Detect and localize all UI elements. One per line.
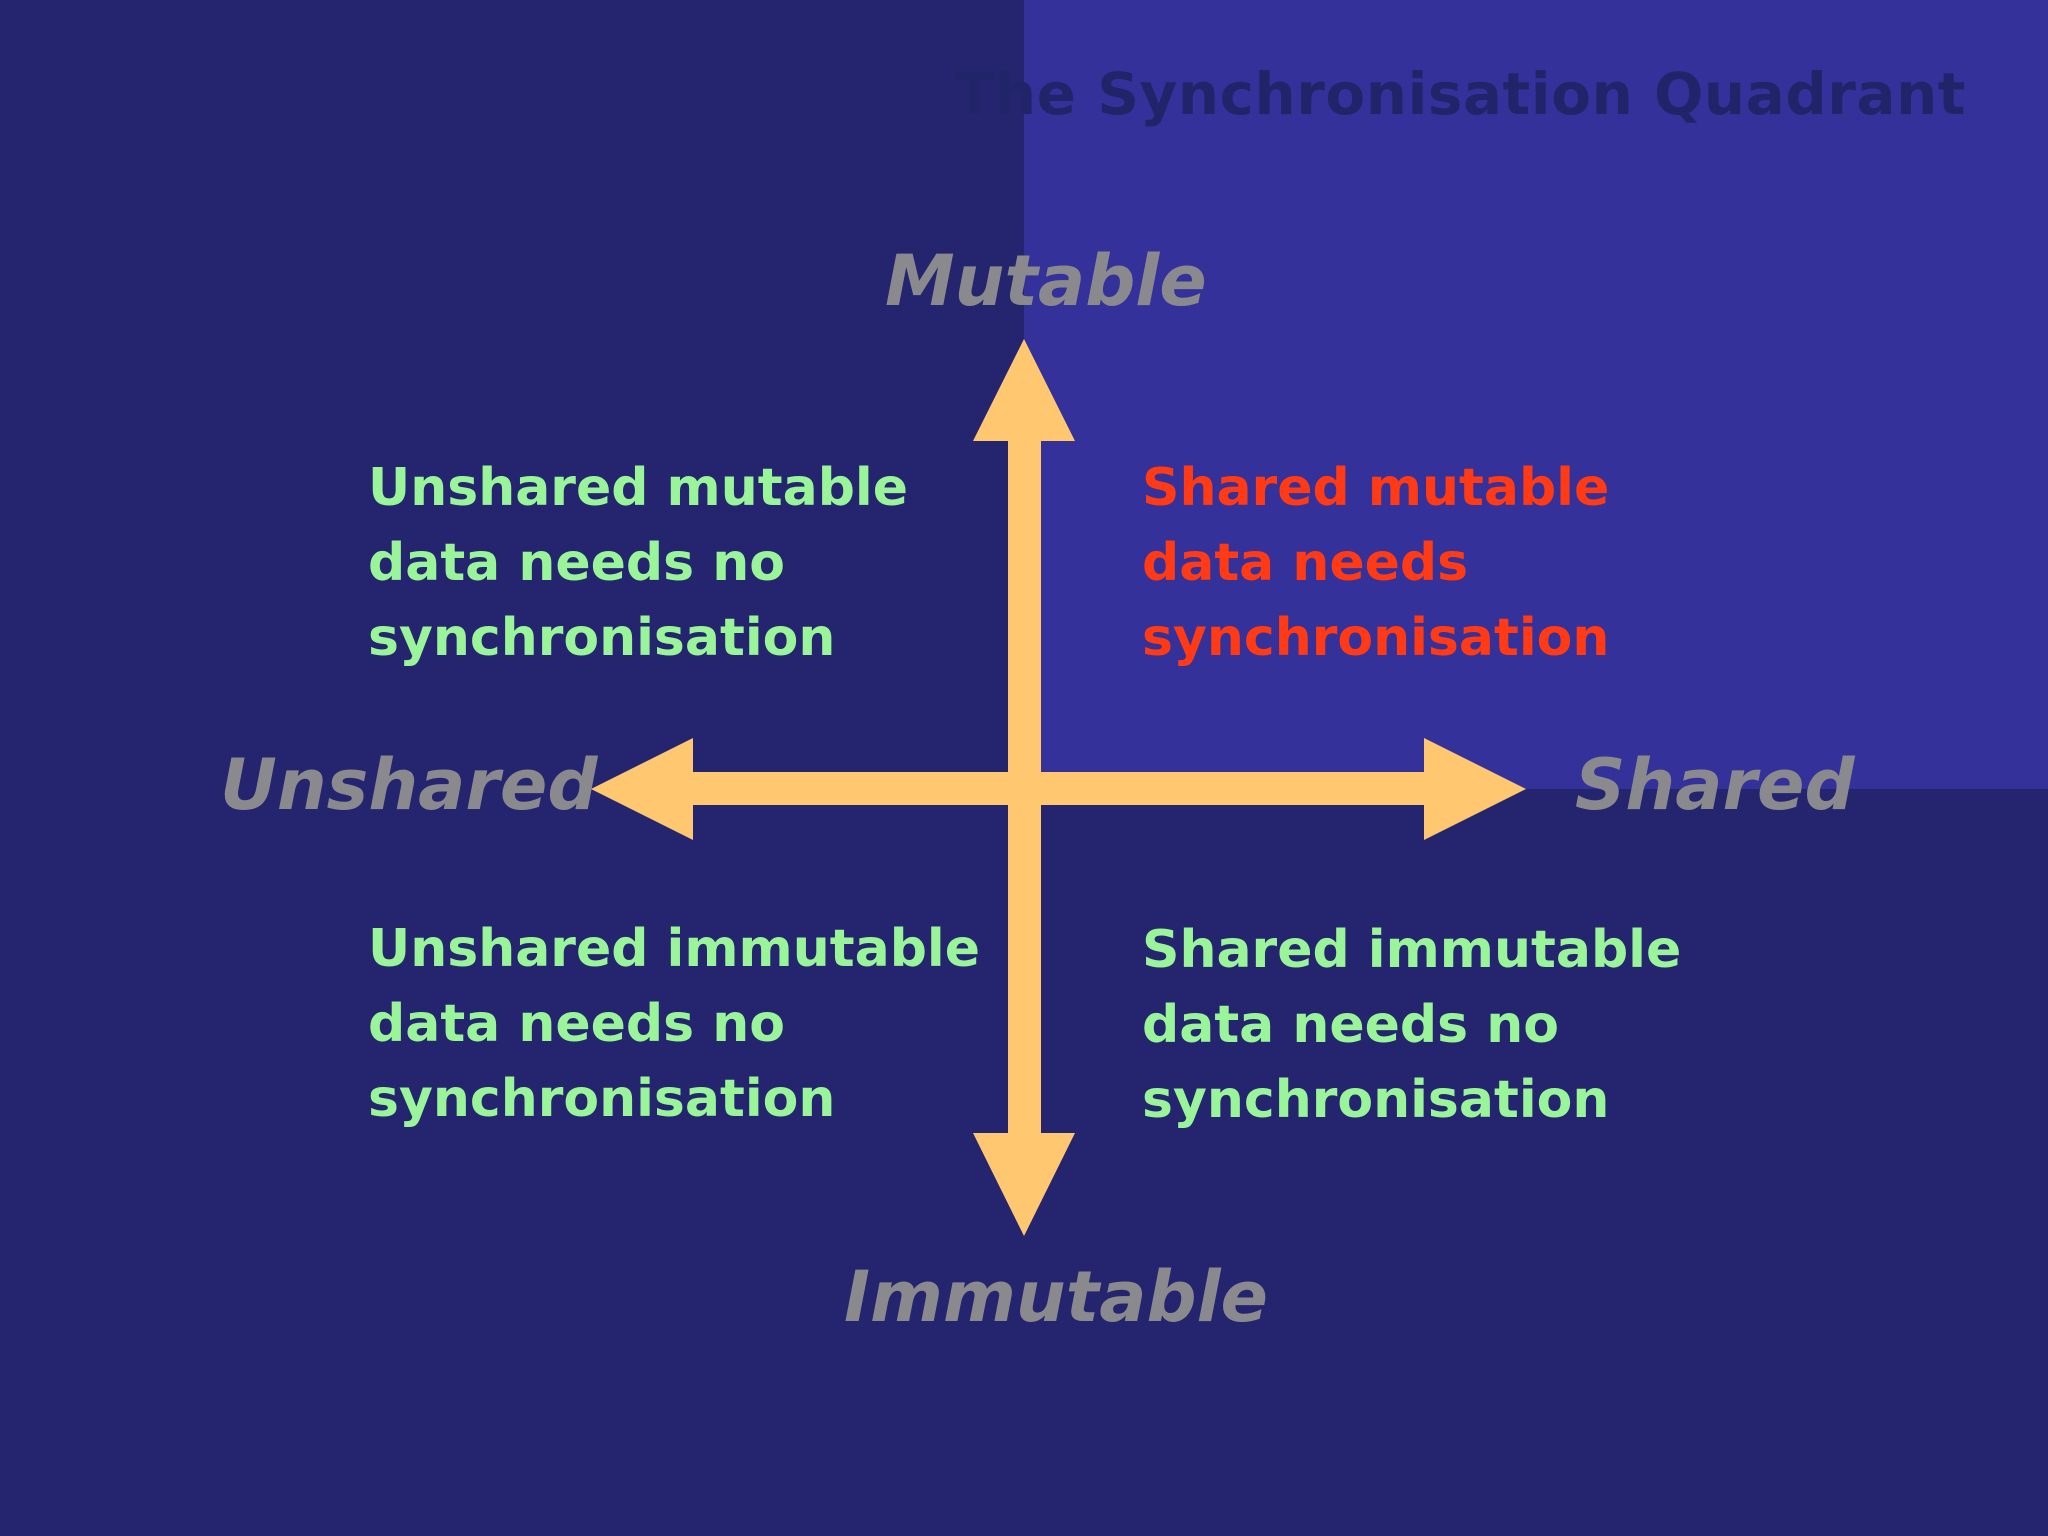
quadrant-line: synchronisation (1142, 1070, 1610, 1130)
quadrant-line: Unshared immutable (368, 919, 981, 979)
quadrant-line: Unshared mutable (368, 458, 909, 518)
slide-title: The Synchronisation Quadrant (954, 60, 1966, 128)
quadrant-line: synchronisation (368, 1069, 836, 1129)
quadrant-line: synchronisation (1142, 608, 1610, 668)
arrow-down-icon (973, 1133, 1075, 1236)
quadrant-unshared-mutable: Unshared mutable data needs no synchroni… (368, 451, 908, 676)
horizontal-axis-shaft (688, 772, 1428, 805)
quadrant-line: data needs (1142, 533, 1469, 593)
quadrant-unshared-immutable: Unshared immutable data needs no synchro… (368, 912, 980, 1137)
quadrant-line: Shared mutable (1142, 458, 1610, 518)
arrow-right-icon (1424, 738, 1526, 840)
quadrant-line: synchronisation (368, 608, 836, 668)
axis-label-mutable: Mutable (885, 240, 1207, 322)
arrow-left-icon (591, 738, 693, 840)
quadrant-line: data needs no (368, 994, 785, 1054)
quadrant-line: data needs no (1142, 995, 1559, 1055)
axis-label-unshared: Unshared (220, 744, 598, 826)
quadrant-line: Shared immutable (1142, 920, 1682, 980)
axis-label-immutable: Immutable (844, 1256, 1269, 1338)
arrow-up-icon (973, 339, 1075, 441)
axis-label-shared: Shared (1575, 744, 1855, 826)
quadrant-shared-mutable: Shared mutable data needs synchronisatio… (1142, 451, 1609, 676)
shared-mutable-highlight-region (1024, 0, 2048, 789)
quadrant-line: data needs no (368, 533, 785, 593)
quadrant-shared-immutable: Shared immutable data needs no synchroni… (1142, 913, 1681, 1138)
